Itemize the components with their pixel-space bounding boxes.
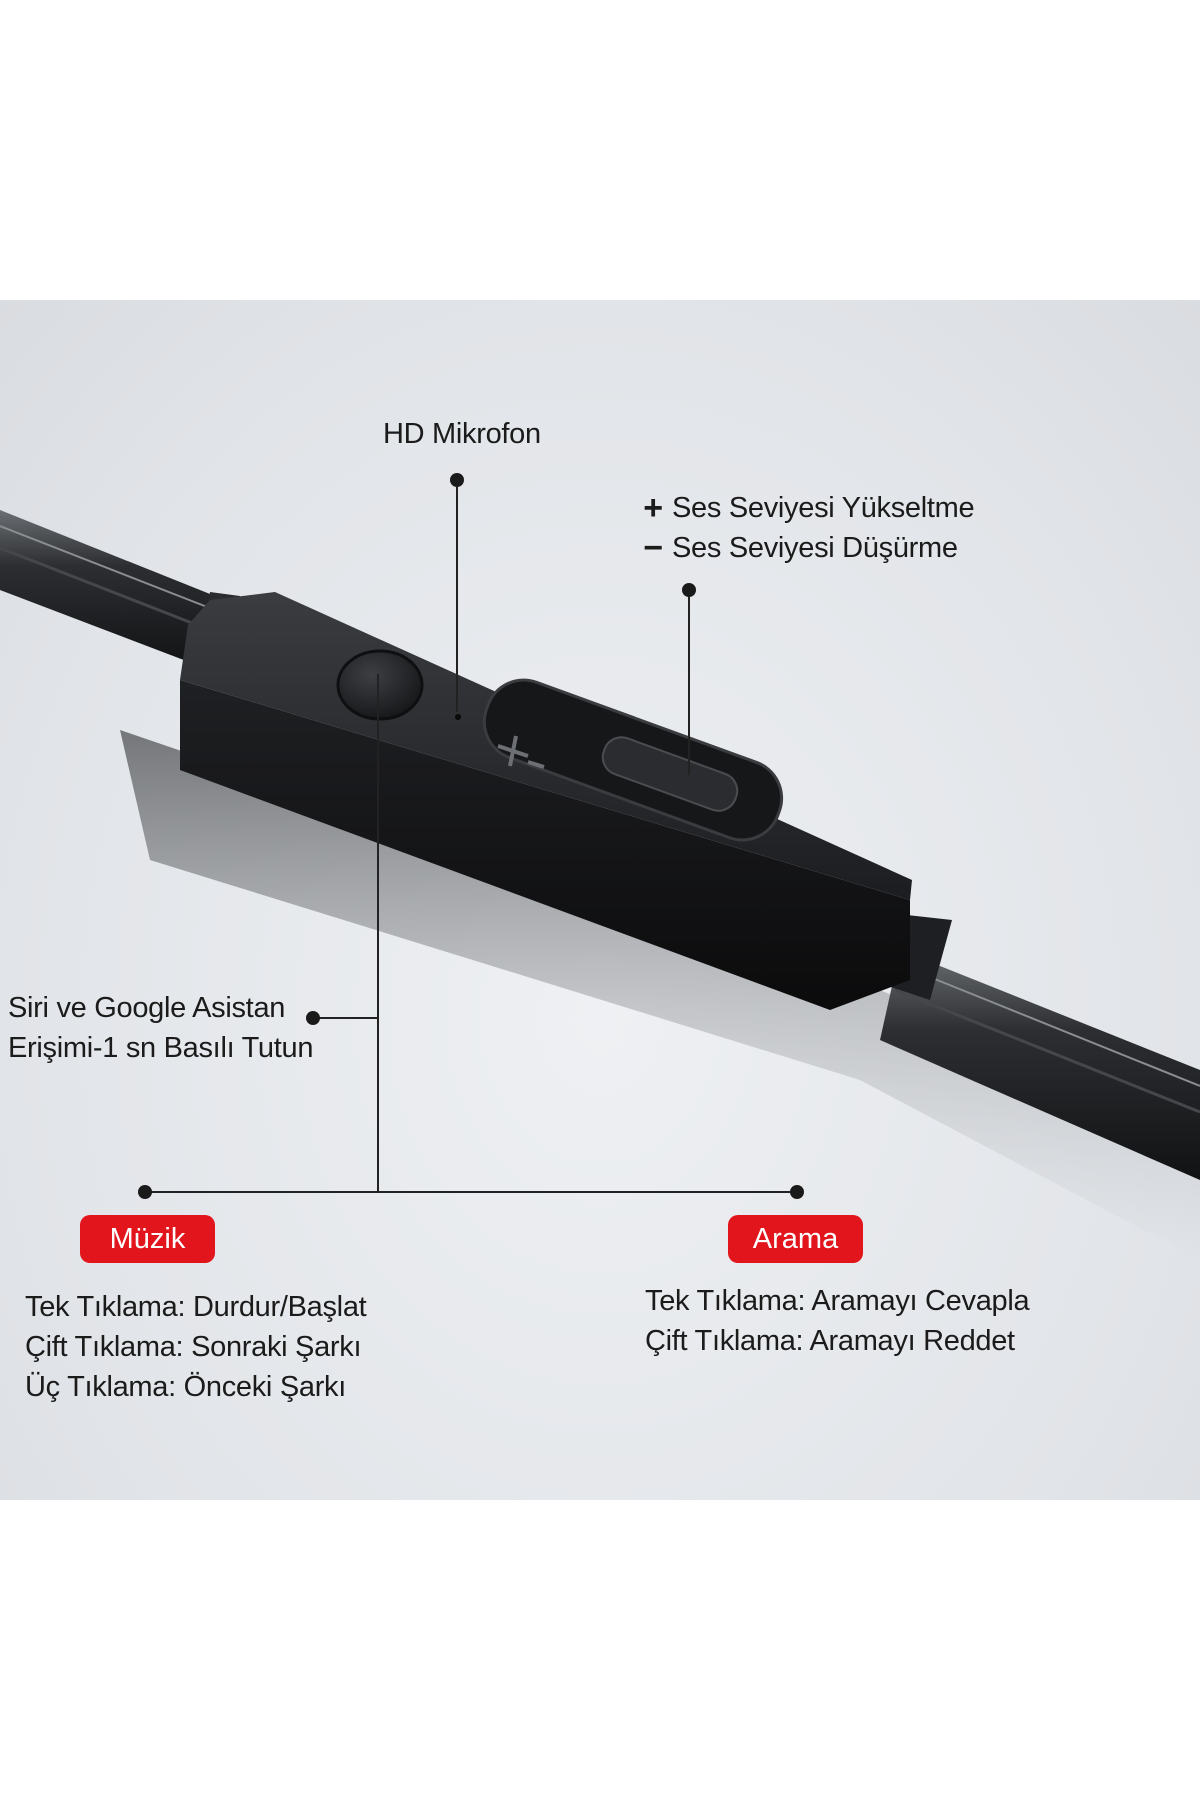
call-instruction-line: Çift Tıklama: Aramayı Reddet [645,1325,1015,1357]
volume-minus-icon: − [643,529,663,567]
cable-right [880,950,1200,1180]
call-badge: Arama [728,1215,863,1263]
music-instructions: Tek Tıklama: Durdur/Başlat Çift Tıklama:… [25,1287,367,1407]
microphone-label: HD Mikrofon [383,418,541,450]
rocker-plus-minus-mark [497,735,545,769]
controller-body-side [180,680,910,1010]
music-instruction-line: Üç Tıklama: Önceki Şarkı [25,1371,347,1403]
volume-up-label: Ses Seviyesi Yükseltme [672,492,975,524]
product-panel: HD Mikrofon + Ses Seviyesi Yükseltme − S… [0,300,1200,1500]
assistant-label: Siri ve Google Asistan Erişimi-1 sn Bası… [8,988,313,1068]
volume-plus-icon: + [643,489,663,527]
volume-labels: + Ses Seviyesi Yükseltme − Ses Seviyesi … [640,488,974,568]
remote-controller-illustration [0,473,1200,1260]
controller-shadow [120,730,1200,1260]
volume-down-row: − Ses Seviyesi Düşürme [640,528,974,568]
call-instructions: Tek Tıklama: Aramayı Cevapla Çift Tıklam… [645,1281,1030,1361]
assistant-label-line2: Erişimi-1 sn Basılı Tutun [8,1032,314,1064]
callout-lines [145,480,797,1193]
volume-down-label: Ses Seviyesi Düşürme [672,532,958,564]
multifunction-button[interactable] [336,649,424,721]
microphone-hole [455,714,461,720]
music-instruction-line: Çift Tıklama: Sonraki Şarkı [25,1331,362,1363]
assistant-label-line1: Siri ve Google Asistan [8,992,286,1024]
music-instruction-line: Tek Tıklama: Durdur/Başlat [25,1291,367,1323]
callout-dots [138,473,804,1199]
music-badge: Müzik [80,1215,215,1263]
cable-left [0,510,225,670]
call-instruction-line: Tek Tıklama: Aramayı Cevapla [645,1285,1030,1317]
volume-rocker[interactable] [474,669,793,850]
volume-up-row: + Ses Seviyesi Yükseltme [640,488,974,528]
